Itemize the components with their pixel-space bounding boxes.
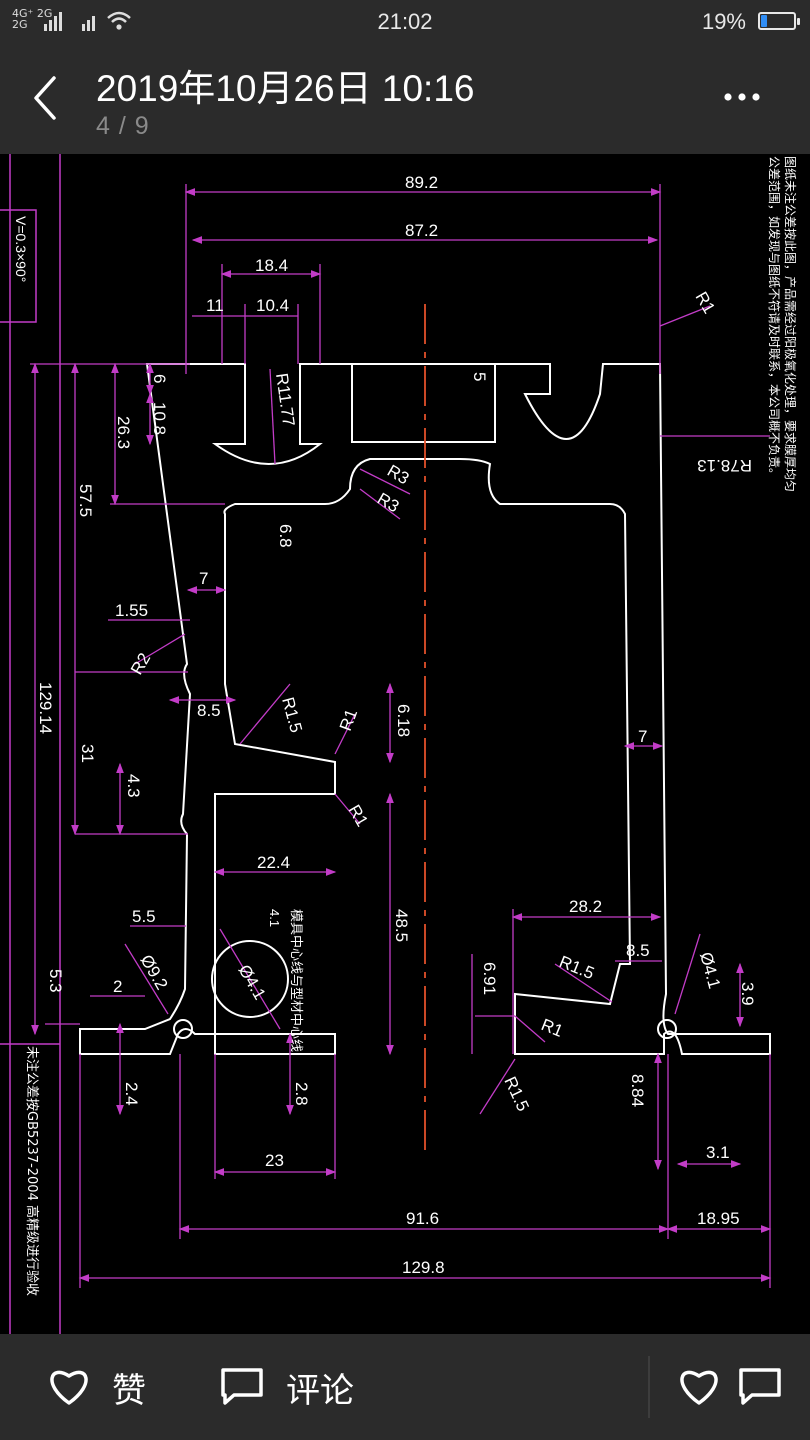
dim-label: 87.2 (405, 221, 438, 240)
photo-title: 2019年10月26日 10:16 (96, 68, 475, 109)
battery-icon (758, 12, 800, 30)
viewer-header: 2019年10月26日 10:16 4 / 9 (0, 42, 810, 154)
dim-label: 22.4 (257, 853, 290, 872)
dim-label: 6 (150, 374, 169, 383)
dim-label: 57.5 (76, 484, 95, 517)
like-label: 赞 (112, 1370, 146, 1411)
photo-view[interactable]: 89.2 87.2 18.4 11 10.4 R11.77 6 10.8 26.… (0, 154, 810, 1334)
dim-label: 10.4 (256, 296, 289, 315)
dim-label: R1 (692, 289, 719, 317)
dim-label: 7 (638, 727, 647, 746)
dim-label: R2 (127, 650, 154, 678)
comment-icon (221, 1368, 263, 1405)
dim-label: 6.18 (394, 704, 413, 737)
dim-label: 6.91 (480, 962, 499, 995)
dim-label: 18.95 (697, 1209, 740, 1228)
dim-label: 3.9 (738, 982, 757, 1006)
dim-label: R1 (345, 802, 372, 830)
heart-icon (50, 1370, 88, 1405)
battery-percent: 19% (701, 9, 746, 34)
drawing-notes: 图纸未注公差按此图，产品需经过阳极氧化处理，要求膜厚均匀 公差范围，如发现与图纸… (24, 156, 798, 1296)
dim-label: 8.5 (626, 941, 650, 960)
dim-label: 7 (199, 569, 208, 588)
dim-label: 模具中心线与型材中心线 (289, 909, 304, 1052)
dim-label: Ø4.1 (696, 950, 724, 991)
dim-label: 5.3 (46, 969, 65, 993)
more-options-button[interactable] (718, 82, 774, 112)
dim-label: 18.4 (255, 256, 288, 275)
dim-label: R1.5 (278, 695, 306, 735)
dim-label: 8.5 (197, 701, 221, 720)
heart-icon (680, 1370, 718, 1405)
dim-label: R11.77 (272, 372, 298, 428)
drawing-frame (0, 154, 61, 1334)
dim-label: 129.8 (402, 1258, 445, 1277)
dim-label: 2.4 (122, 1082, 141, 1106)
photo-counter: 4 / 9 (96, 112, 150, 140)
signal-icon (44, 12, 95, 31)
bar-divider (648, 1356, 650, 1418)
like-button[interactable]: 赞 (48, 1360, 146, 1414)
note-text: 公差范围，如发现与图纸不符请及时联系，本公司概不负责。 (767, 156, 782, 480)
dim-label: 1.55 (115, 601, 148, 620)
like-icon-button[interactable] (678, 1360, 720, 1414)
dim-label: 11 (206, 296, 224, 315)
dimension-lines (30, 184, 772, 1288)
dim-label: 31 (78, 744, 97, 763)
dim-label: 91.6 (406, 1209, 439, 1228)
dim-label: 5 (470, 372, 489, 381)
dim-label: 28.2 (569, 897, 602, 916)
dimension-labels: 89.2 87.2 18.4 11 10.4 R11.77 6 10.8 26.… (13, 173, 757, 1277)
comment-label: 评论 (286, 1370, 354, 1411)
dim-label: 48.5 (392, 909, 411, 942)
comment-icon (739, 1368, 781, 1405)
profile-outline (79, 363, 771, 1055)
back-button[interactable] (24, 72, 68, 124)
dim-label: R78.13 (697, 456, 752, 475)
dim-label: R1 (336, 706, 361, 733)
dim-label: R1 (539, 1015, 566, 1041)
dim-label: R3 (374, 489, 402, 516)
comment-button[interactable]: 评论 (220, 1360, 354, 1414)
dim-label: 26.3 (114, 416, 133, 449)
wifi-icon (107, 11, 131, 30)
dim-label: 4.1 (267, 909, 282, 927)
cad-drawing: 89.2 87.2 18.4 11 10.4 R11.77 6 10.8 26.… (0, 154, 798, 1334)
dim-label: 3.1 (706, 1143, 730, 1162)
dim-label: 8.84 (628, 1074, 647, 1107)
note-text: 图纸未注公差按此图，产品需经过阳极氧化处理，要求膜厚均匀 (783, 156, 798, 492)
dim-label: R3 (384, 461, 412, 488)
note-text: 未注公差按GB5237-2004 高精级进行验收 (24, 1046, 40, 1296)
dim-label: 5.5 (132, 907, 156, 926)
back-arrow-icon (34, 76, 56, 120)
dim-label: 89.2 (405, 173, 438, 192)
dim-label: R1.5 (500, 1074, 532, 1115)
dim-label: 2.8 (292, 1082, 311, 1106)
dim-label: V=0.3×90° (13, 216, 29, 282)
dim-label: 10.8 (150, 402, 169, 435)
dim-label: 4.3 (124, 774, 143, 798)
clock: 21:02 (377, 9, 433, 34)
dim-label: 23 (265, 1151, 284, 1170)
comment-icon-button[interactable] (738, 1360, 782, 1414)
status-bar: 4G⁺ 2G 2G 21:02 19% (0, 0, 810, 42)
dim-label: 129.14 (36, 682, 55, 734)
more-icon (724, 93, 760, 101)
dim-label: Ø4.1 (235, 962, 270, 1003)
dim-label: 2 (113, 977, 122, 996)
network-indicator: 4G⁺ 2G 2G (12, 7, 53, 31)
dim-label: 6.8 (276, 524, 295, 548)
bottom-action-bar: 赞 评论 (0, 1334, 810, 1440)
